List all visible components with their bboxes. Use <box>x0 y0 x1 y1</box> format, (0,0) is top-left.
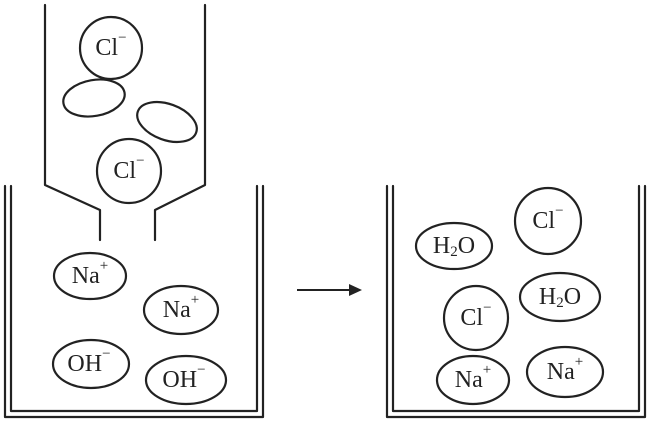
right-water-molecule-1: H2O <box>414 221 494 271</box>
right-chloride-ion-2: Cl− <box>442 284 510 352</box>
right-sodium-ion-2: Na+ <box>525 345 605 399</box>
right-chloride-ion-1: Cl− <box>513 186 583 256</box>
svg-text:OH−: OH− <box>162 362 205 393</box>
dropper-chloride-ion-2: Cl− <box>95 137 163 205</box>
right-sodium-ion-1: Na+ <box>435 354 511 406</box>
right-beaker-inner-wall <box>391 184 641 413</box>
left-sodium-ion-2: Na+ <box>142 284 220 336</box>
right-beaker <box>385 184 647 419</box>
svg-text:H2O: H2O <box>433 233 475 260</box>
left-hydroxide-ion-2: OH− <box>144 354 228 406</box>
left-hydroxide-ion-1: OH− <box>51 338 131 390</box>
svg-text:H2O: H2O <box>539 284 581 311</box>
svg-text:Cl−: Cl− <box>113 153 144 184</box>
svg-text:Cl−: Cl− <box>460 300 491 331</box>
svg-text:Na+: Na+ <box>72 258 108 289</box>
dropper-blank-particle-2 <box>136 100 198 144</box>
svg-text:Cl−: Cl− <box>95 30 126 61</box>
dropper-chloride-ion-1: Cl− <box>78 15 144 81</box>
svg-text:Na+: Na+ <box>163 292 199 323</box>
dropper-outline <box>43 3 207 242</box>
svg-text:Na+: Na+ <box>455 362 491 393</box>
left-beaker <box>3 184 265 419</box>
svg-text:Na+: Na+ <box>547 354 583 385</box>
right-water-molecule-2: H2O <box>518 271 602 323</box>
svg-text:Cl−: Cl− <box>532 203 563 234</box>
dropper-blank-particle-1 <box>62 78 126 118</box>
left-sodium-ion-1: Na+ <box>52 251 128 301</box>
svg-text:OH−: OH− <box>67 346 110 377</box>
reaction-arrow-icon <box>297 284 362 296</box>
left-beaker-inner-wall <box>9 184 259 413</box>
